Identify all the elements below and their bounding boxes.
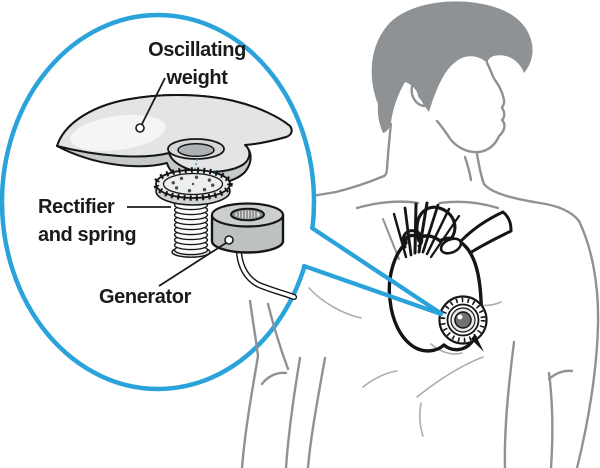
generator-leader-dot [224,235,234,245]
generator-wire-inner [237,250,296,299]
right-arm-inner [547,371,554,468]
generator-label: Generator [99,286,192,308]
aorta-arch [415,205,457,243]
generator-illustration [210,202,298,301]
device-tail [471,334,484,352]
right-vessel-1 [460,210,513,242]
human-figure [240,1,600,468]
face-profile [435,61,506,154]
sternum-line [430,343,463,355]
weight-leader-dot [135,123,145,133]
left-armpit-curve [260,371,288,386]
left-shoulder-over-circle-2 [266,302,290,371]
callout-pointer-lower [301,263,444,317]
right-armpit-curve [547,369,574,381]
center-ab-line [416,356,484,398]
torso-left-edge [306,356,327,468]
left-shoulder-over-circle-1 [248,299,260,358]
ear-inner [417,82,428,101]
left-arm-outer [240,354,260,468]
callout-pointer-upper [309,225,444,316]
weight-hole [177,142,215,158]
ear-outline [410,75,432,108]
right-clavicle-line [438,200,500,210]
neck-back-line [382,122,393,178]
rectifier-label-line1: Rectifier [38,196,115,218]
gear-teeth-ring [153,167,233,201]
left-shoulder-line [298,174,386,200]
implant-device-icon [438,295,488,352]
left-pec-line [308,287,362,319]
gear-rivet-dots [171,175,215,193]
heart-illustration [387,205,513,353]
atrium-knob [401,229,424,249]
weight-leader-line [141,77,166,125]
vessel-opening [439,237,463,255]
rectifier-label-line2: and spring [38,224,136,246]
torso-right-edge [503,340,516,468]
right-arm-outer [575,219,600,468]
throat-line [463,155,473,182]
callout: Oscillating weight Rectifier and spring … [0,12,444,392]
rectifier-spring-illustration [153,167,233,258]
navel-line [419,402,424,437]
leader-lines [127,77,234,287]
hair-shape [371,1,533,134]
oscillating-weight-label-line2: weight [166,67,229,89]
shoulder-overlap-lines [248,299,290,371]
neck-front-line [475,152,486,186]
oscillating-weight-illustration [56,94,293,186]
left-clavicle-line [355,200,420,210]
right-vessel-2 [468,229,513,255]
left-arm-inner [284,356,302,468]
generator-leader-line [158,242,227,287]
left-ab-line [362,370,398,388]
oscillating-weight-label-line1: Oscillating [148,39,246,61]
weight-top-face [56,94,293,173]
right-shoulder-line [482,182,581,223]
